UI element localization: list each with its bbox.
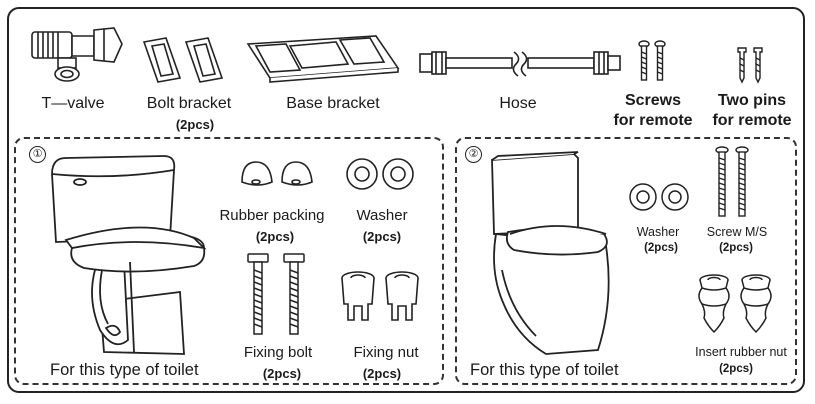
bolt-bracket-label: Bolt bracket (146, 95, 232, 112)
fixing-bolt-icon (247, 253, 305, 335)
base-bracket-icon (246, 35, 400, 83)
fixing-nut-qty: (2pcs) (362, 366, 402, 381)
section-2-box (455, 137, 797, 385)
remote-screws-icon (638, 40, 666, 81)
section-2-number: ② (465, 146, 482, 163)
hose-icon (419, 51, 621, 77)
washer-2-icon (629, 183, 689, 211)
two-piece-toilet-icon (51, 155, 207, 355)
insert-rubber-nut-icon (698, 274, 772, 334)
hose-label: Hose (499, 95, 537, 112)
remote-screws-label-line1: Screws (624, 92, 682, 109)
t-valve-label: T—valve (41, 95, 105, 112)
remote-screws-label-line2: for remote (613, 112, 693, 129)
screw-ms-qty: (2pcs) (719, 242, 753, 254)
fixing-nut-label: Fixing nut (353, 344, 419, 361)
section-1-number: ① (29, 146, 46, 163)
parts-diagram-frame (7, 7, 805, 393)
washer-2-label: Washer (636, 225, 680, 239)
remote-pins-icon (737, 47, 763, 84)
screw-ms-label: Screw M/S (706, 225, 768, 239)
fixing-bolt-qty: (2pcs) (262, 366, 302, 381)
section-1-footer: For this type of toilet (50, 361, 199, 379)
base-bracket-label: Base bracket (286, 95, 380, 112)
screw-ms-icon (715, 146, 749, 217)
bolt-bracket-icon (142, 37, 224, 83)
t-valve-icon (31, 27, 123, 82)
washer-label: Washer (356, 207, 408, 224)
fixing-nut-icon (341, 271, 419, 321)
remote-pins-label-line1: Two pins (717, 92, 787, 109)
insert-rubber-nut-label: Insert rubber nut (695, 345, 787, 359)
rubber-packing-qty: (2pcs) (255, 229, 295, 244)
rubber-packing-icon (241, 161, 313, 186)
bolt-bracket-qty: (2pcs) (175, 117, 215, 132)
one-piece-toilet-icon (491, 151, 610, 355)
washer-icon (346, 158, 414, 190)
section-2-footer: For this type of toilet (470, 361, 619, 379)
washer-2-qty: (2pcs) (644, 242, 678, 254)
fixing-bolt-label: Fixing bolt (243, 344, 313, 361)
section-1-box (14, 137, 444, 385)
rubber-packing-label: Rubber packing (219, 207, 325, 224)
insert-rubber-nut-qty: (2pcs) (719, 363, 753, 375)
washer-qty: (2pcs) (362, 229, 402, 244)
remote-pins-label-line2: for remote (712, 112, 792, 129)
